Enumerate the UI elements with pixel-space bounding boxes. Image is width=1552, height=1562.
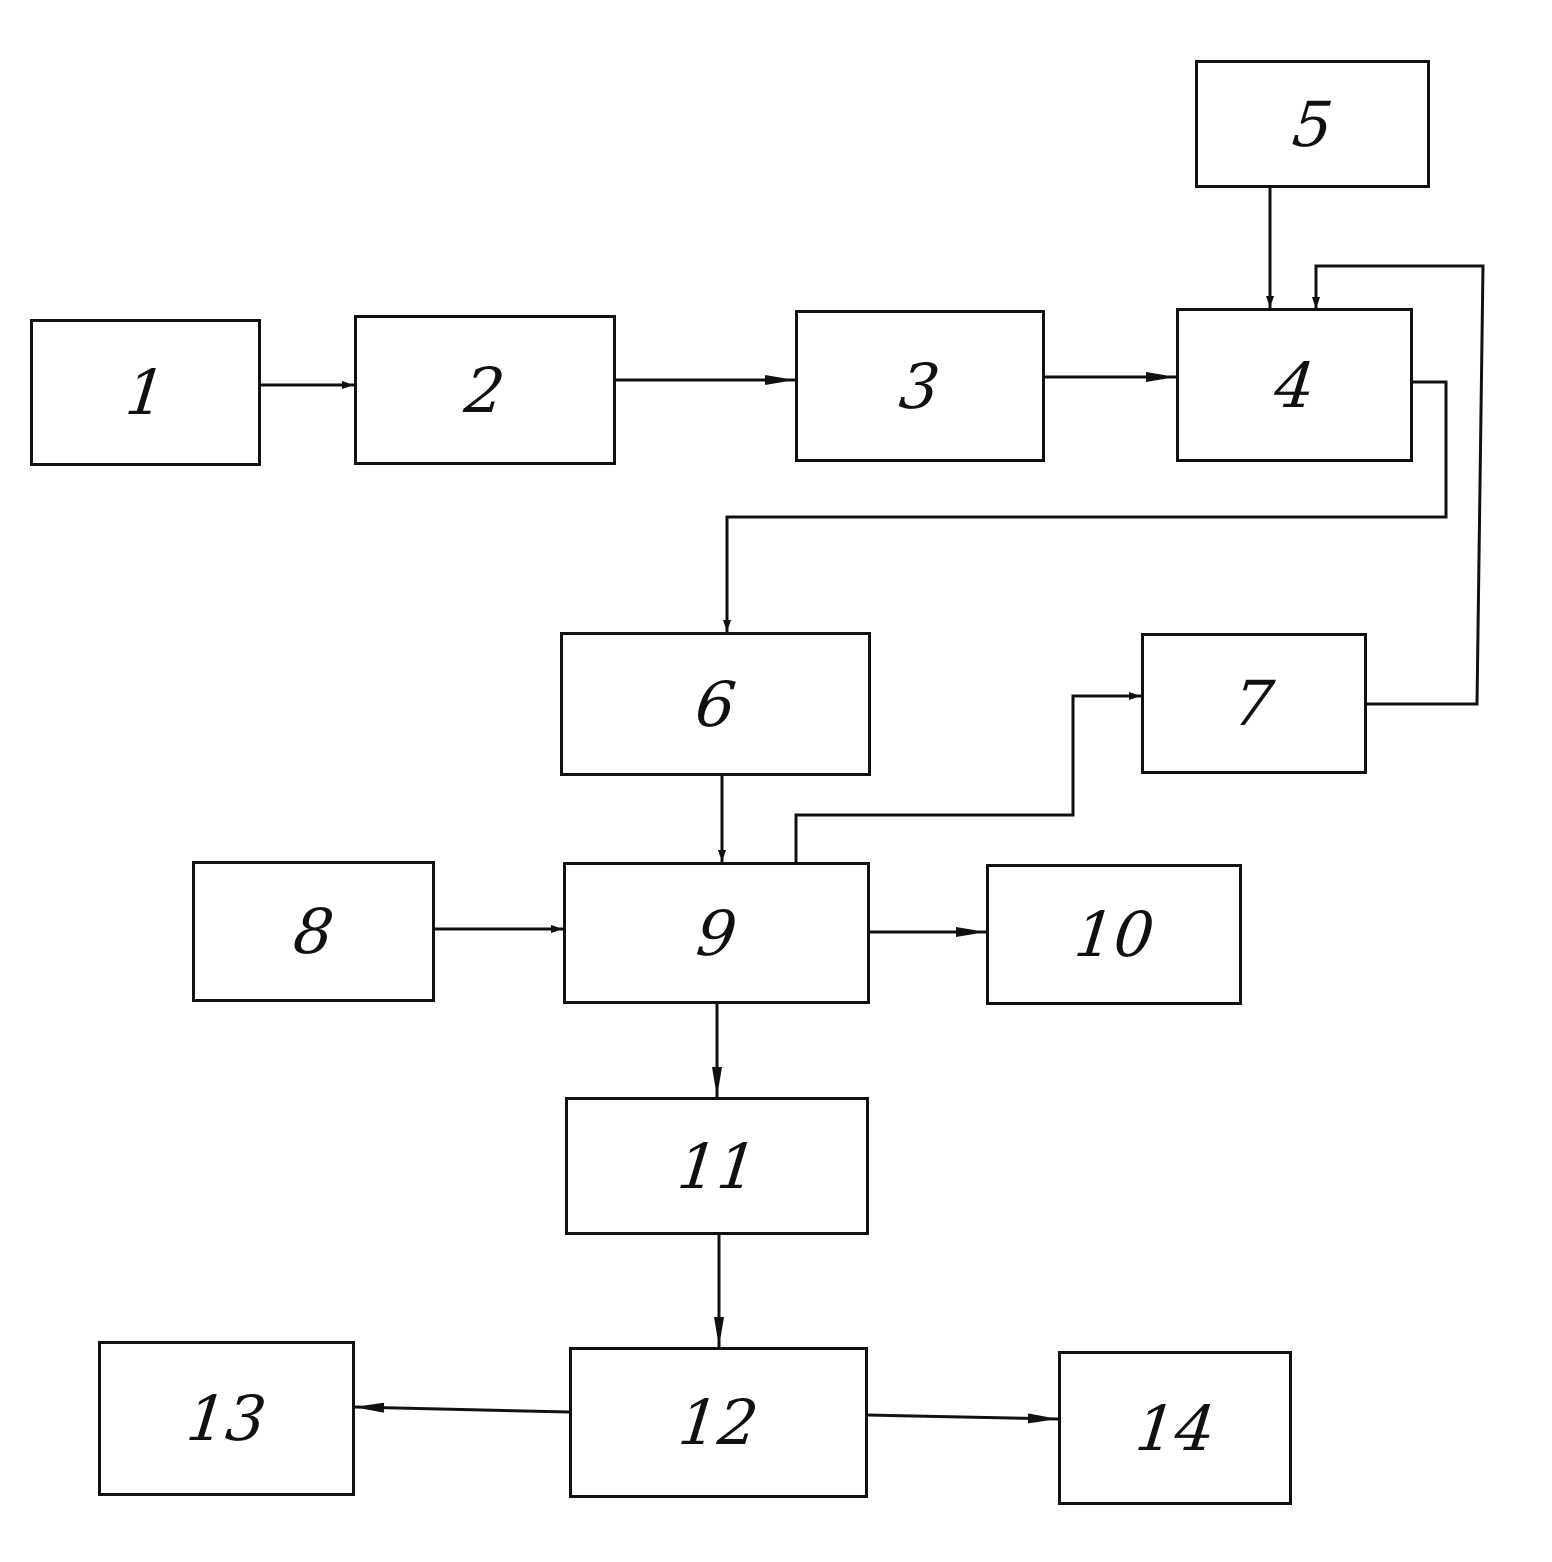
block-8: 8 [192, 861, 435, 1002]
block-6: 6 [560, 632, 871, 776]
connector-9-to-7 [794, 692, 1141, 862]
block-12-label: 12 [675, 1386, 762, 1459]
connector-7-to-4 [1312, 264, 1485, 706]
connector-4-to-6 [723, 380, 1448, 632]
block-14-label: 14 [1131, 1391, 1219, 1465]
block-7-label: 7 [1230, 667, 1278, 740]
block-9: 9 [563, 862, 870, 1004]
block-7: 7 [1141, 633, 1367, 774]
block-10-label: 10 [1070, 898, 1158, 971]
block-13: 13 [98, 1341, 355, 1496]
block-14: 14 [1058, 1351, 1292, 1505]
block-4: 4 [1176, 308, 1413, 462]
connector-12-to-14 [866, 1413, 1059, 1424]
block-2: 2 [354, 315, 616, 465]
block-3: 3 [795, 310, 1045, 462]
block-11: 11 [565, 1097, 869, 1235]
block-1-label: 1 [121, 356, 170, 429]
block-10: 10 [986, 864, 1242, 1005]
block-5-label: 5 [1288, 87, 1337, 161]
block-1: 1 [30, 319, 261, 466]
block-3-label: 3 [896, 349, 944, 423]
block-8-label: 8 [289, 895, 338, 968]
block-2-label: 2 [461, 353, 509, 427]
block-13-label: 13 [183, 1382, 270, 1455]
block-9-label: 9 [692, 896, 741, 970]
block-6-label: 6 [691, 667, 740, 741]
block-12: 12 [569, 1347, 868, 1498]
block-11-label: 11 [673, 1129, 761, 1203]
block-5: 5 [1195, 60, 1430, 188]
block-4-label: 4 [1270, 348, 1319, 422]
connector-12-to-13 [353, 1402, 570, 1414]
